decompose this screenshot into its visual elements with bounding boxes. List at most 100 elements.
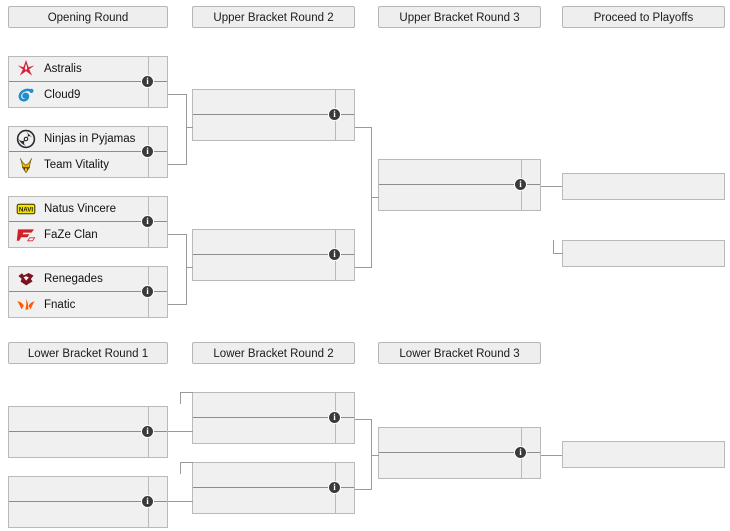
team-name: Team Vitality xyxy=(44,158,109,171)
match-slot-top[interactable]: Ninjas in Pyjamas xyxy=(9,127,167,152)
round-header-opening-round: Opening Round xyxy=(8,6,168,28)
team-name: Renegades xyxy=(44,273,103,285)
connector-c-ubr2m1-out xyxy=(355,127,372,128)
connector-c-ubr2m2-out xyxy=(355,267,372,268)
vitality-logo xyxy=(13,154,39,175)
match-slot-bottom[interactable]: Cloud9 xyxy=(9,82,167,107)
match-ubr3-m1[interactable] xyxy=(378,159,541,211)
team-name: Astralis xyxy=(44,63,82,75)
match-slot-bottom[interactable] xyxy=(9,502,167,527)
match-slot-bottom[interactable] xyxy=(193,255,354,280)
team-name: Natus Vincere xyxy=(44,203,117,215)
connector-c-lbr3-out xyxy=(541,455,562,456)
team-name: FaZe Clan xyxy=(44,228,98,241)
match-info-icon[interactable]: i xyxy=(141,285,154,298)
connector-c-lbr3m1-in xyxy=(371,455,379,456)
navi-logo: NAVI xyxy=(13,199,39,220)
match-lbr2-m1[interactable] xyxy=(192,392,355,444)
round-header-lower-bracket-round-2: Lower Bracket Round 2 xyxy=(192,342,355,364)
connector-c-lbr2m1-stub-v xyxy=(180,392,181,404)
match-slot-bottom[interactable] xyxy=(379,185,540,210)
match-info-icon[interactable]: i xyxy=(141,75,154,88)
match-lbr2-m2[interactable] xyxy=(192,462,355,514)
match-slot-bottom[interactable] xyxy=(193,488,354,513)
connector-c-ubr3-drop-v xyxy=(553,240,554,253)
connector-c-ubr1m4-out xyxy=(168,304,186,305)
match-slot-top[interactable] xyxy=(9,407,167,432)
svg-text:NAVI: NAVI xyxy=(19,207,34,214)
connector-c-ubr1m3-out xyxy=(168,234,186,235)
qualified-team-slot[interactable] xyxy=(563,174,724,199)
match-slot-bottom[interactable]: Team Vitality xyxy=(9,152,167,177)
qualified-team-slot[interactable] xyxy=(563,442,724,467)
round-header-proceed-to-playoffs: Proceed to Playoffs xyxy=(562,6,725,28)
connector-c-lbr2-join xyxy=(371,419,372,490)
qualified-slot-playoff-slot-3[interactable] xyxy=(562,441,725,468)
cloud9-logo xyxy=(13,84,39,105)
match-info-icon[interactable]: i xyxy=(328,481,341,494)
match-slot-bottom[interactable] xyxy=(379,453,540,478)
qualified-team-slot[interactable] xyxy=(563,241,724,266)
match-info-icon[interactable]: i xyxy=(328,248,341,261)
connector-c-ubr1-join-2 xyxy=(186,234,187,305)
match-slot-top[interactable] xyxy=(193,230,354,255)
match-ubr2-m1[interactable] xyxy=(192,89,355,141)
match-info-icon[interactable]: i xyxy=(328,108,341,121)
match-slot-top[interactable] xyxy=(379,428,540,453)
match-slot-top[interactable] xyxy=(193,463,354,488)
fnatic-logo xyxy=(13,294,39,315)
match-info-icon[interactable]: i xyxy=(514,178,527,191)
connector-c-ubr1m1-out xyxy=(168,94,186,95)
connector-c-ubr2m2-in xyxy=(186,267,193,268)
match-slot-top[interactable] xyxy=(9,477,167,502)
qualified-slot-playoff-slot-1[interactable] xyxy=(562,173,725,200)
connector-c-ubr1-join-1 xyxy=(186,94,187,165)
match-slot-bottom[interactable]: Fnatic xyxy=(9,292,167,317)
match-info-icon[interactable]: i xyxy=(141,495,154,508)
match-slot-bottom[interactable] xyxy=(193,115,354,140)
round-header-upper-bracket-round-2: Upper Bracket Round 2 xyxy=(192,6,355,28)
match-info-icon[interactable]: i xyxy=(141,145,154,158)
renegades-logo xyxy=(13,269,39,290)
match-lbr1-m1[interactable] xyxy=(8,406,168,458)
connector-c-lbr2m1-stub-h xyxy=(180,392,193,393)
connector-c-lbr2m1-out xyxy=(355,419,372,420)
match-slot-bottom[interactable] xyxy=(193,418,354,443)
match-ubr2-m2[interactable] xyxy=(192,229,355,281)
connector-c-ubr3m1-in xyxy=(371,197,379,198)
connector-c-ubr3-out xyxy=(541,186,562,187)
astralis-logo xyxy=(13,59,39,80)
connector-c-lbr2m2-stub-h xyxy=(180,462,193,463)
match-lbr3-m1[interactable] xyxy=(378,427,541,479)
team-name: Ninjas in Pyjamas xyxy=(44,133,136,145)
match-slot-top[interactable] xyxy=(193,90,354,115)
match-info-icon[interactable]: i xyxy=(141,425,154,438)
team-name: Fnatic xyxy=(44,298,76,311)
match-slot-top[interactable]: Astralis xyxy=(9,57,167,82)
round-header-upper-bracket-round-3: Upper Bracket Round 3 xyxy=(378,6,541,28)
connector-c-lbr2m2-out xyxy=(355,489,372,490)
team-name: Cloud9 xyxy=(44,88,81,101)
match-slot-bottom[interactable] xyxy=(9,432,167,457)
match-info-icon[interactable]: i xyxy=(514,446,527,459)
match-slot-bottom[interactable]: FaZe Clan xyxy=(9,222,167,247)
qualified-slot-playoff-slot-2[interactable] xyxy=(562,240,725,267)
nip-logo xyxy=(13,129,39,150)
round-header-lower-bracket-round-1: Lower Bracket Round 1 xyxy=(8,342,168,364)
connector-c-lbr1m2-out xyxy=(168,501,193,502)
connector-c-ubr3-drop-h xyxy=(553,253,563,254)
match-info-icon[interactable]: i xyxy=(328,411,341,424)
match-slot-top[interactable]: NAVI Natus Vincere xyxy=(9,197,167,222)
faze-logo xyxy=(13,224,39,245)
match-slot-top[interactable] xyxy=(193,393,354,418)
match-slot-top[interactable]: Renegades xyxy=(9,267,167,292)
match-info-icon[interactable]: i xyxy=(141,215,154,228)
match-slot-top[interactable] xyxy=(379,160,540,185)
round-header-lower-bracket-round-3: Lower Bracket Round 3 xyxy=(378,342,541,364)
connector-c-ubr1m2-out xyxy=(168,164,186,165)
connector-c-lbr2m2-stub-v xyxy=(180,462,181,474)
